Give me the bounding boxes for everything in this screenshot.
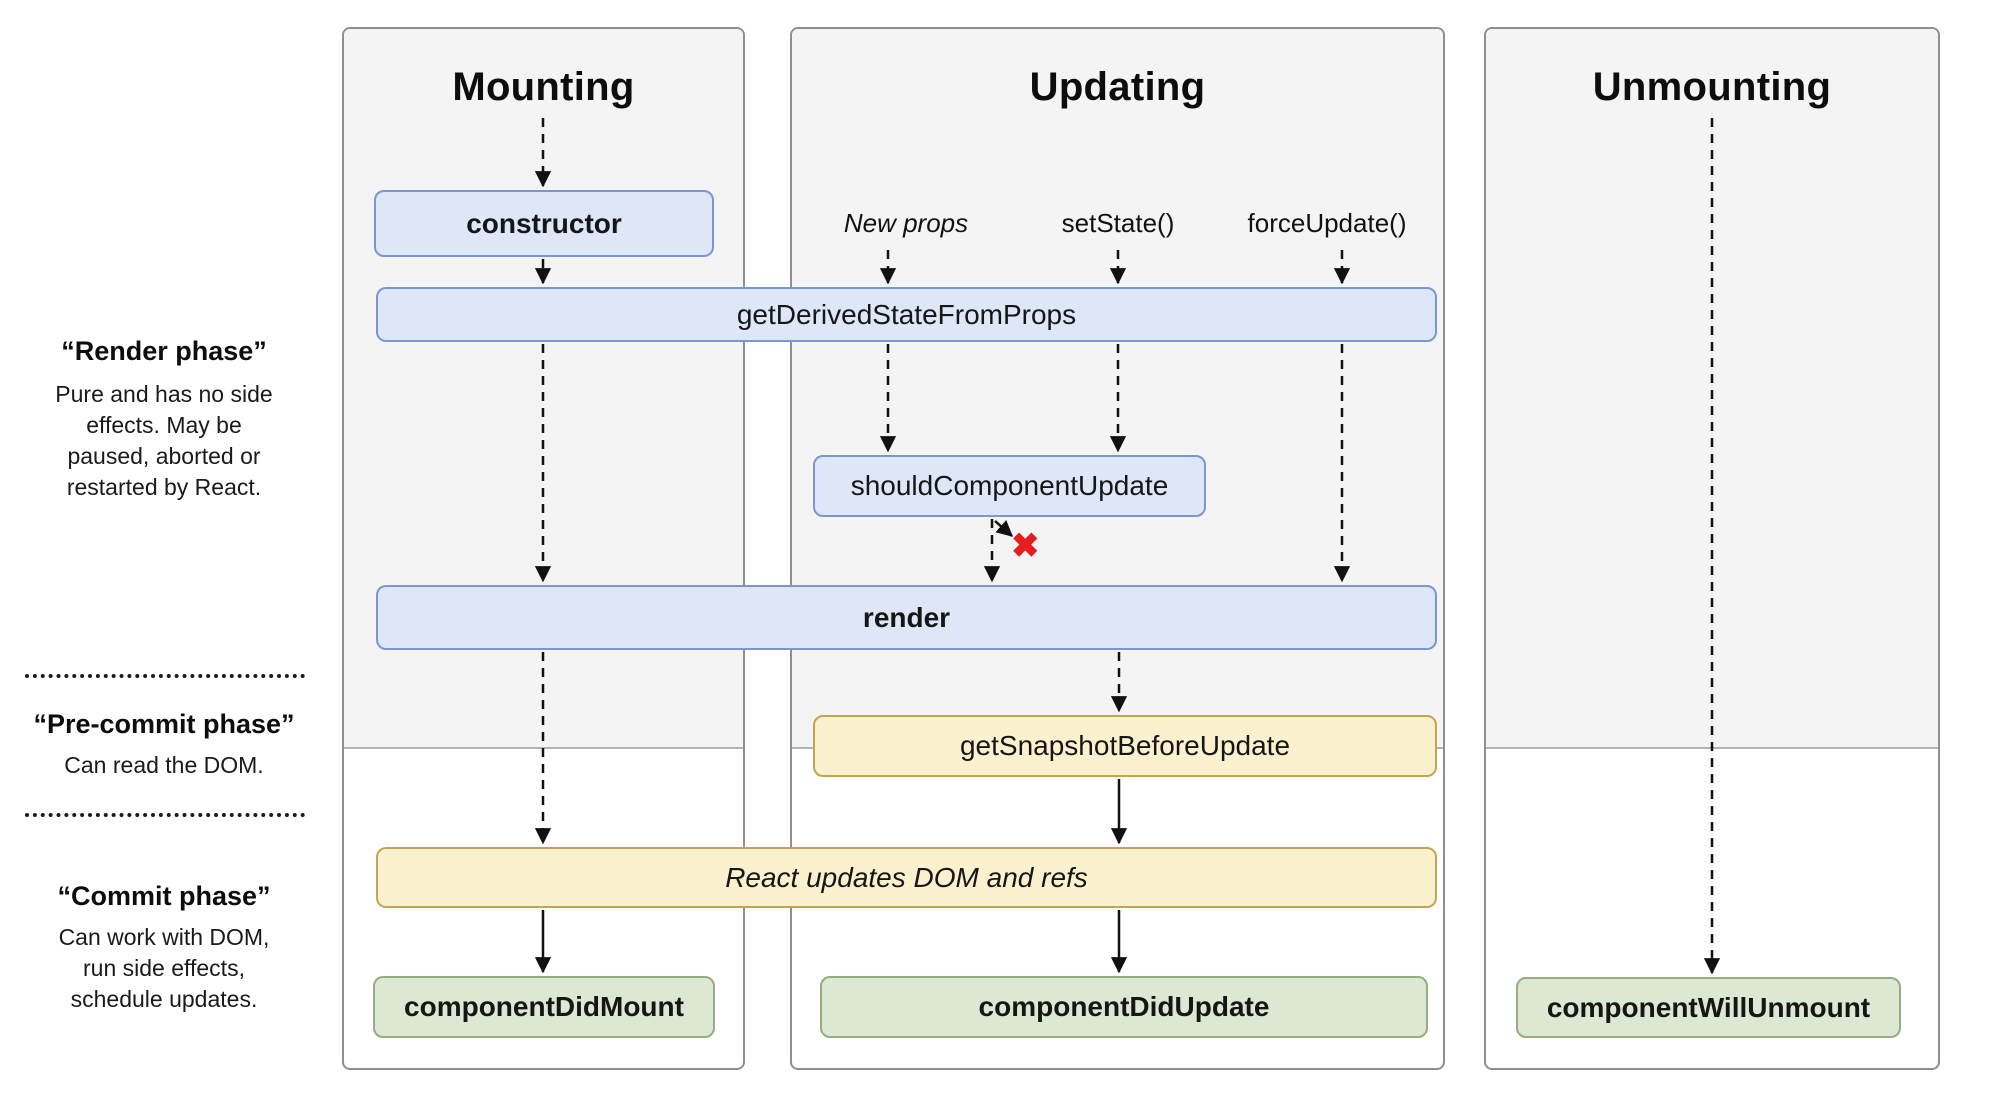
pre-commit-phase-desc-line: Can read the DOM. <box>64 752 264 778</box>
trigger-new-props: New props <box>843 208 969 238</box>
phase-divider <box>25 813 305 817</box>
node-react-updates-dom: React updates DOM and refs <box>376 847 1437 908</box>
render-phase-legend: “Render phase” Pure and has no side effe… <box>18 336 310 503</box>
node-component-did-mount[interactable]: componentDidMount <box>373 976 715 1038</box>
node-render[interactable]: render <box>376 585 1437 650</box>
column-updating-title: Updating <box>1029 65 1206 109</box>
commit-phase-desc-line: Can work with DOM, <box>58 924 270 950</box>
commit-phase-desc-line: schedule updates. <box>70 986 258 1012</box>
node-component-will-unmount[interactable]: componentWillUnmount <box>1516 977 1901 1038</box>
node-should-component-update[interactable]: shouldComponentUpdate <box>813 455 1206 517</box>
column-unmounting-title: Unmounting <box>1592 65 1832 109</box>
commit-phase-title: “Commit phase” <box>57 881 271 911</box>
node-get-snapshot-before-update[interactable]: getSnapshotBeforeUpdate <box>813 715 1437 777</box>
pre-commit-phase-legend: “Pre-commit phase” Can read the DOM. <box>18 709 310 781</box>
trigger-set-state[interactable]: setState() <box>1061 208 1175 238</box>
pre-commit-phase-title: “Pre-commit phase” <box>33 709 295 739</box>
trigger-force-update[interactable]: forceUpdate() <box>1247 208 1407 238</box>
render-phase-desc-line: effects. May be <box>86 412 242 438</box>
phase-divider <box>25 674 305 678</box>
render-phase-desc-line: Pure and has no side <box>55 381 273 407</box>
column-updating: Updating <box>790 27 1445 1070</box>
node-get-derived-state-from-props[interactable]: getDerivedStateFromProps <box>376 287 1437 342</box>
render-phase-title: “Render phase” <box>61 336 267 366</box>
node-component-did-update[interactable]: componentDidUpdate <box>820 976 1428 1038</box>
commit-phase-desc-line: run side effects, <box>83 955 245 981</box>
render-phase-region <box>1486 29 1938 749</box>
column-unmounting: Unmounting <box>1484 27 1940 1070</box>
column-mounting: Mounting <box>342 27 745 1070</box>
reject-x-icon: ✖ <box>1011 527 1040 565</box>
render-phase-desc-line: paused, aborted or <box>67 443 261 469</box>
render-phase-desc-line: restarted by React. <box>66 474 262 500</box>
node-constructor[interactable]: constructor <box>374 190 714 257</box>
column-mounting-title: Mounting <box>452 65 635 109</box>
commit-phase-legend: “Commit phase” Can work with DOM, run si… <box>18 881 310 1015</box>
